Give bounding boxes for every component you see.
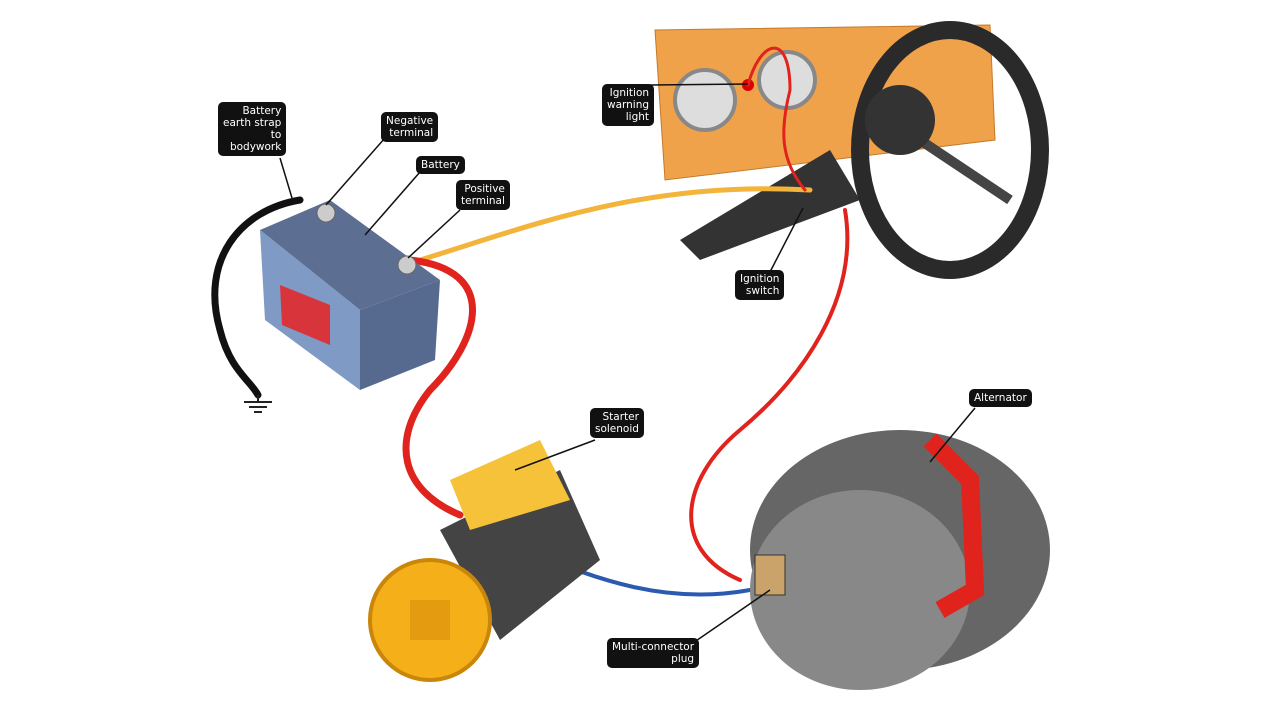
multi-connector	[754, 554, 786, 596]
negative-terminal	[316, 203, 336, 223]
label-multi-connector-plug: Multi-connector plug	[607, 638, 700, 668]
ignition-wire	[417, 186, 813, 263]
alternator-live-wire	[689, 208, 850, 582]
label-starter-solenoid: Starter solenoid	[590, 408, 644, 438]
label-ignition-switch: Ignition switch	[735, 270, 785, 300]
label-positive-terminal: Positive terminal	[456, 180, 510, 210]
earth-symbol	[244, 395, 272, 413]
steering-wheel	[680, 21, 1049, 279]
battery	[260, 200, 440, 390]
positive-terminal	[397, 255, 417, 275]
starter-solenoid	[450, 440, 570, 530]
label-alternator: Alternator	[969, 389, 1032, 407]
battery-starter-cable	[402, 256, 476, 519]
label-earth-strap: Battery earth strap to bodywork	[218, 102, 287, 156]
starter-motor	[368, 440, 600, 682]
speedometer-gauge	[673, 68, 737, 132]
wiring	[211, 46, 850, 597]
alternator	[750, 430, 1050, 690]
label-battery: Battery	[416, 156, 465, 174]
warning-light-wire	[746, 46, 807, 192]
leader-lines	[279, 83, 976, 646]
label-negative-terminal: Negative terminal	[381, 112, 439, 142]
label-ignition-warning-light: Ignition warning light	[602, 84, 655, 126]
earth-strap	[211, 196, 304, 399]
